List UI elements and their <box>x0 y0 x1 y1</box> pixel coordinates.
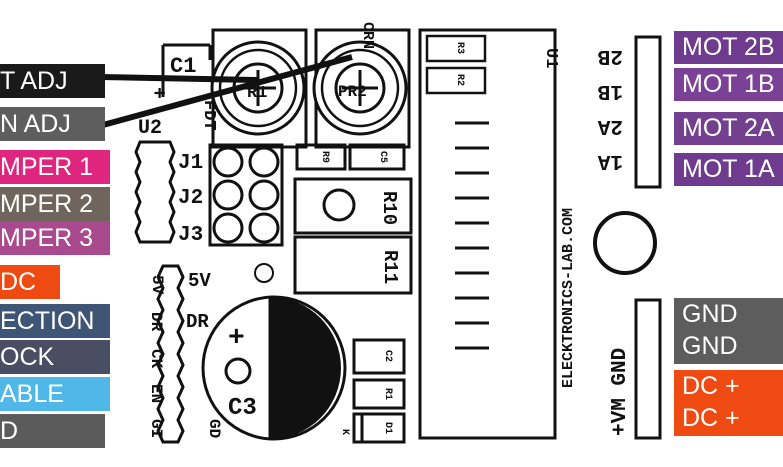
motor-label-3: MOT 2A <box>674 112 783 145</box>
left-label-10: D <box>0 414 105 448</box>
website-label: ELECKTRONICS-LAB.COM <box>560 208 577 388</box>
dc-label-1: DC + <box>682 372 740 400</box>
c5-label: C5 <box>377 151 388 163</box>
r3-label: R3 <box>454 42 465 54</box>
pr2-label: PR2 <box>338 83 367 101</box>
r2-label: R2 <box>454 74 465 86</box>
c1-label: C1 <box>170 54 196 79</box>
c3-plus: + <box>228 323 245 354</box>
motor-label-2: MOT 1B <box>674 68 783 101</box>
mot-pin-2b: 2B <box>597 44 623 67</box>
d1-k-label: K <box>339 429 350 435</box>
mounting-hole <box>593 211 657 275</box>
j3-label: J3 <box>178 224 203 247</box>
u1-outline <box>418 28 557 440</box>
r9-label: R9 <box>319 151 330 163</box>
left-label-5: MPER 3 <box>0 221 110 255</box>
c2-label: C2 <box>382 350 393 362</box>
dc-label-2: DC + <box>682 404 740 432</box>
r1b-label: R1 <box>382 388 393 400</box>
left-label-9: ABLE <box>0 377 110 411</box>
gnd-label-2: GND <box>682 332 738 360</box>
left-label-7: ECTION <box>0 304 110 338</box>
r11-label: R11 <box>379 250 401 284</box>
pin-left-ck: CK <box>147 349 165 369</box>
gnd-label-1: GND <box>682 300 738 328</box>
r1-pot-label: R1 <box>247 84 267 103</box>
left-label-6: DC <box>0 265 60 299</box>
j1-label: J1 <box>178 152 203 175</box>
left-label-2: N ADJ <box>0 107 105 141</box>
motor-label-4: MOT 1A <box>674 153 783 186</box>
pin-left-dr: DR <box>147 312 165 332</box>
pin-left-en: EN <box>147 384 165 403</box>
left-label-1: T ADJ <box>0 64 105 98</box>
mot-pin-2a: 2A <box>597 114 623 137</box>
u2-label: U2 <box>138 117 162 140</box>
left-label-4: MPER 2 <box>0 187 110 221</box>
pin-right-dr: DR <box>186 311 209 333</box>
j2-label: J2 <box>178 187 203 210</box>
crn-label: CRN <box>359 22 376 49</box>
c1-plus: + <box>146 87 169 99</box>
left-label-8: OCK <box>0 340 110 374</box>
mot-pin-1b: 1B <box>597 79 623 102</box>
gnd-block: GND GND <box>674 298 783 364</box>
left-label-3: MPER 1 <box>0 150 110 184</box>
r10-label: R10 <box>378 191 400 225</box>
motor-label-1: MOT 2B <box>674 31 783 64</box>
pin-right-gd: GD <box>205 419 223 438</box>
dc-block: DC + DC + <box>674 370 783 436</box>
pin-left-gi: GI <box>147 419 165 438</box>
u1-label: U1 <box>541 48 560 68</box>
pin-left-5v: 5V <box>148 275 166 295</box>
pin-right-5v: 5V <box>188 270 211 292</box>
mot-pin-1a: 1A <box>597 149 623 172</box>
power-pins-label: +VM GND <box>609 348 632 436</box>
c3-label: C3 <box>228 395 257 422</box>
d1-label: D1 <box>382 422 393 434</box>
